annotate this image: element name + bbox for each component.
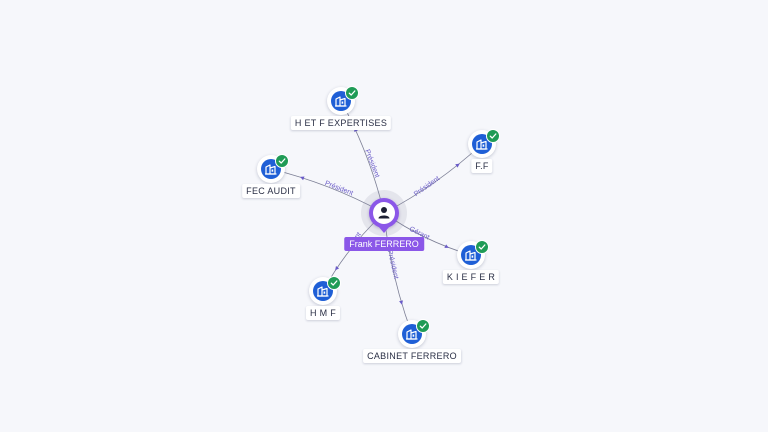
edge-arrow-hmf — [335, 265, 340, 271]
building-icon — [317, 286, 329, 297]
edge-arrow-cabinet — [399, 300, 403, 305]
edge-relation-hetf: Président — [363, 149, 380, 179]
company-label-fec[interactable]: FEC AUDIT — [242, 184, 300, 198]
edge-relation-ff: Président — [413, 175, 441, 198]
building-icon — [465, 250, 477, 261]
building-icon — [406, 329, 418, 340]
edge-relation-cabinet: Président — [386, 249, 399, 279]
verified-check-icon — [475, 240, 489, 254]
company-label-hetf[interactable]: H ET F EXPERTISES — [290, 116, 392, 130]
company-label-cabinet[interactable]: CABINET FERRERO — [363, 349, 461, 363]
verified-check-icon — [486, 129, 500, 143]
person-name-label[interactable]: Frank FERRERO — [344, 237, 424, 251]
building-icon — [476, 139, 488, 150]
building-icon — [335, 96, 347, 107]
edge-relation-fec: Président — [324, 180, 354, 197]
building-icon — [265, 164, 277, 175]
verified-check-icon — [416, 319, 430, 333]
edge-arrow-fec — [300, 176, 305, 181]
verified-check-icon — [327, 276, 341, 290]
company-label-kiefer[interactable]: K I E F E R — [442, 270, 500, 284]
edge-arrow-ff — [455, 163, 460, 168]
pin-tip — [378, 226, 390, 233]
user-icon — [378, 207, 390, 219]
person-pin[interactable] — [369, 198, 399, 228]
verified-check-icon — [345, 86, 359, 100]
verified-check-icon — [275, 154, 289, 168]
company-label-hmf[interactable]: H M F — [306, 306, 340, 320]
company-label-ff[interactable]: F.F — [471, 159, 493, 173]
edge-arrow-kiefer — [444, 244, 449, 248]
